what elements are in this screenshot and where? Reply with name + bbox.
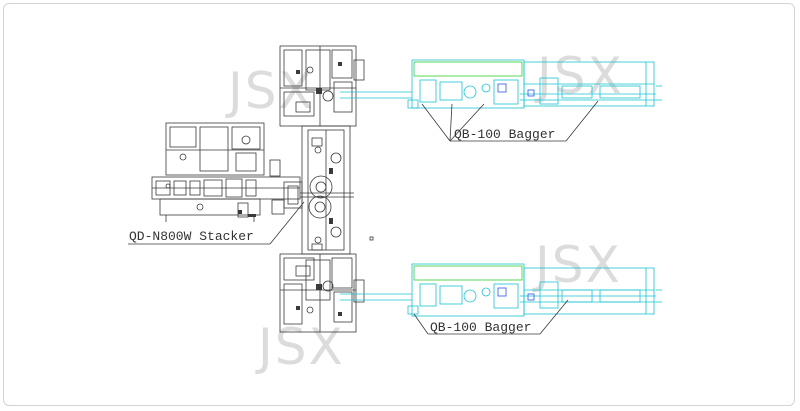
marker-square [369, 236, 374, 241]
bottom-unit [279, 253, 365, 333]
watermark-bottom-right: JSX [532, 236, 622, 294]
stacker-label: QD-N800W Stacker [129, 229, 254, 244]
central-transfer [283, 125, 354, 255]
bagger-bottom-label: QB-100 Bagger [430, 320, 531, 335]
watermark-top-right: JSX [534, 47, 624, 105]
top-bagger [340, 59, 662, 109]
label-bagger-bottom: QB-100 Bagger [413, 299, 569, 335]
top-unit [279, 45, 365, 127]
stacker-module [151, 122, 301, 222]
diagram-frame [3, 3, 795, 406]
bagger-top-label: QB-100 Bagger [454, 127, 555, 142]
label-bagger-top: QB-100 Bagger [421, 100, 599, 142]
bottom-bagger [340, 263, 662, 317]
watermark-bottom-left: JSX [255, 318, 345, 376]
label-stacker: QD-N800W Stacker [128, 201, 305, 245]
watermark-top-left: JSX [225, 62, 315, 120]
